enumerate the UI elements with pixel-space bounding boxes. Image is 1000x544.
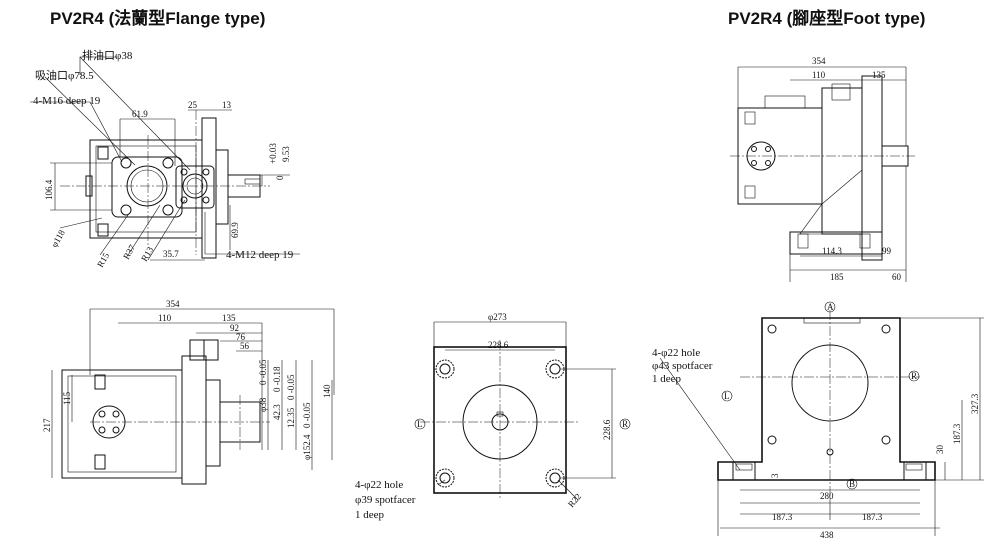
foot-hole-2: φ43 spotfacer bbox=[652, 360, 713, 372]
front-mark-r: R bbox=[622, 419, 628, 429]
shaft-12-tol: 0 -0.05 bbox=[286, 374, 296, 400]
shaft-38-tol: 0 -0.05 bbox=[258, 359, 268, 385]
shaft-42-tol: 0 -0.18 bbox=[272, 366, 282, 392]
outlet-label: 排油口φ38 bbox=[82, 48, 133, 62]
shaft-42: 42.3 bbox=[272, 404, 282, 420]
foot-top-view: 354 110 135 114.3 99 185 60 bbox=[730, 56, 915, 282]
flange-front-view: φ273 228.6 228.6 R22 L R 4-φ22 hole φ39 … bbox=[355, 312, 631, 521]
foot-mark-l: L bbox=[724, 391, 730, 401]
side-dim-110: 110 bbox=[158, 313, 172, 323]
side-dim-115: 115 bbox=[62, 391, 72, 405]
foot-dim-327-3: 327.3 bbox=[970, 393, 980, 414]
front-hole-3: 1 deep bbox=[355, 509, 385, 521]
front-dim-273: φ273 bbox=[488, 312, 507, 322]
dim-61-9: 61.9 bbox=[132, 109, 148, 119]
side-dim-217: 217 bbox=[42, 418, 52, 432]
m16-label: 4-M16 deep 19 bbox=[33, 95, 101, 107]
dim-106-4: 106.4 bbox=[44, 179, 54, 200]
front-mark-l: L bbox=[417, 419, 423, 429]
foot-dim-185: 185 bbox=[830, 272, 844, 282]
foot-mark-r: R bbox=[911, 371, 917, 381]
shaft-12: 12.35 bbox=[286, 407, 296, 428]
side-dim-135: 135 bbox=[222, 313, 236, 323]
foot-dim-114-3: 114.3 bbox=[822, 246, 842, 256]
foot-dim-3: 3 bbox=[770, 473, 780, 478]
spigot-152: φ152.4 bbox=[302, 434, 312, 460]
dim-118: φ118 bbox=[49, 228, 67, 249]
shaft-38: φ38 bbox=[258, 397, 268, 412]
spigot-152-tol: 0 -0.05 bbox=[302, 402, 312, 428]
foot-mark-b: B bbox=[849, 479, 855, 489]
foot-dim-135: 135 bbox=[872, 70, 886, 80]
foot-mark-a: A bbox=[827, 302, 834, 312]
front-dim-r22: R22 bbox=[566, 491, 583, 509]
foot-dim-354: 354 bbox=[812, 56, 826, 66]
foot-hole-1: 4-φ22 hole bbox=[652, 347, 700, 359]
front-hole-2: φ39 spotfacer bbox=[355, 494, 416, 506]
dim-9-53: 9.53 bbox=[281, 146, 291, 162]
dim-35-7: 35.7 bbox=[163, 249, 179, 259]
foot-hole-3: 1 deep bbox=[652, 373, 682, 385]
dim-13: 13 bbox=[222, 100, 232, 110]
front-hole-1: 4-φ22 hole bbox=[355, 479, 403, 491]
foot-dim-280: 280 bbox=[820, 491, 834, 501]
foot-dim-60: 60 bbox=[892, 272, 902, 282]
foot-dim-187-3-v: 187.3 bbox=[952, 423, 962, 444]
front-dim-228-6-h: 228.6 bbox=[488, 340, 509, 350]
side-dim-92: 92 bbox=[230, 323, 239, 333]
dim-r37: R37 bbox=[121, 243, 137, 261]
foot-dim-30: 30 bbox=[935, 445, 945, 455]
dim-69-9: 69.9 bbox=[230, 222, 240, 238]
tol-zero: 0 bbox=[275, 175, 285, 180]
foot-dim-438: 438 bbox=[820, 530, 834, 540]
side-dim-140: 140 bbox=[322, 384, 332, 398]
dim-r15: R15 bbox=[95, 251, 111, 269]
flange-type-title: PV2R4 (法蘭型Flange type) bbox=[50, 9, 266, 28]
foot-dim-187-3-r: 187.3 bbox=[862, 512, 883, 522]
side-dim-76: 76 bbox=[236, 332, 246, 342]
foot-type-title: PV2R4 (腳座型Foot type) bbox=[728, 9, 926, 28]
foot-front-view: A B L R 4-φ22 hole φ43 spotfacer 1 deep … bbox=[652, 301, 984, 540]
foot-dim-187-3-l: 187.3 bbox=[772, 512, 793, 522]
inlet-label: 吸油口φ78.5 bbox=[35, 68, 94, 82]
front-dim-228-6-v: 228.6 bbox=[602, 419, 612, 440]
side-dim-56: 56 bbox=[240, 341, 250, 351]
dim-25: 25 bbox=[188, 100, 198, 110]
side-dim-354: 354 bbox=[166, 299, 180, 309]
flange-top-view: 排油口φ38 吸油口φ78.5 4-M16 deep 19 25 13 61.9… bbox=[30, 48, 300, 269]
foot-dim-99: 99 bbox=[882, 246, 892, 256]
foot-dim-110: 110 bbox=[812, 70, 826, 80]
flange-side-view: 354 110 135 92 76 56 115 217 140 φ38 0 -… bbox=[42, 299, 335, 485]
tol-plus: +0.03 bbox=[268, 143, 278, 164]
m12-label: 4-M12 deep 19 bbox=[226, 249, 294, 261]
